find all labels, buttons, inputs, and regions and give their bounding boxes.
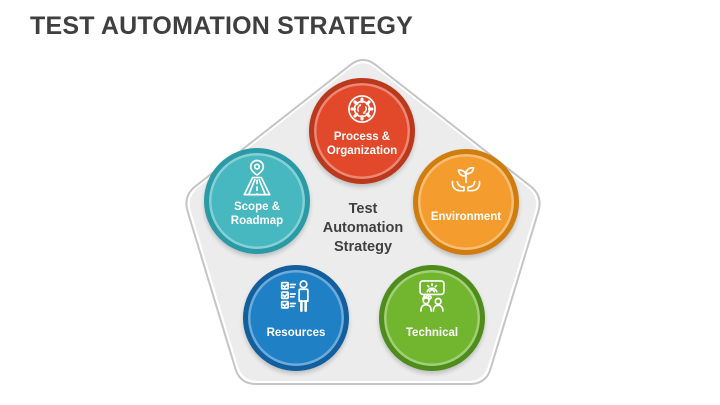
node-resources: Resources	[243, 265, 349, 371]
node-label: Technical	[405, 327, 459, 339]
node-label: Resources	[266, 327, 326, 339]
node-label: Scope & Roadmap	[230, 201, 284, 227]
node-label: Environment	[430, 211, 502, 223]
slide-title: TEST AUTOMATION STRATEGY	[30, 12, 414, 40]
node-technical: Technical	[379, 265, 485, 371]
node-label: Process & Organization	[326, 131, 398, 157]
hands-plant-icon	[447, 161, 485, 199]
center-label: Test Automation Strategy	[322, 201, 404, 255]
node-environment: Environment	[413, 149, 519, 255]
gear-sync-icon	[343, 90, 381, 128]
node-scope-roadmap: Scope & Roadmap	[204, 148, 310, 254]
checklist-person-icon	[277, 277, 315, 315]
node-process-organization: Process & Organization	[309, 78, 415, 184]
roadmap-pin-icon	[236, 157, 278, 199]
people-chat-gear-icon	[413, 277, 451, 315]
